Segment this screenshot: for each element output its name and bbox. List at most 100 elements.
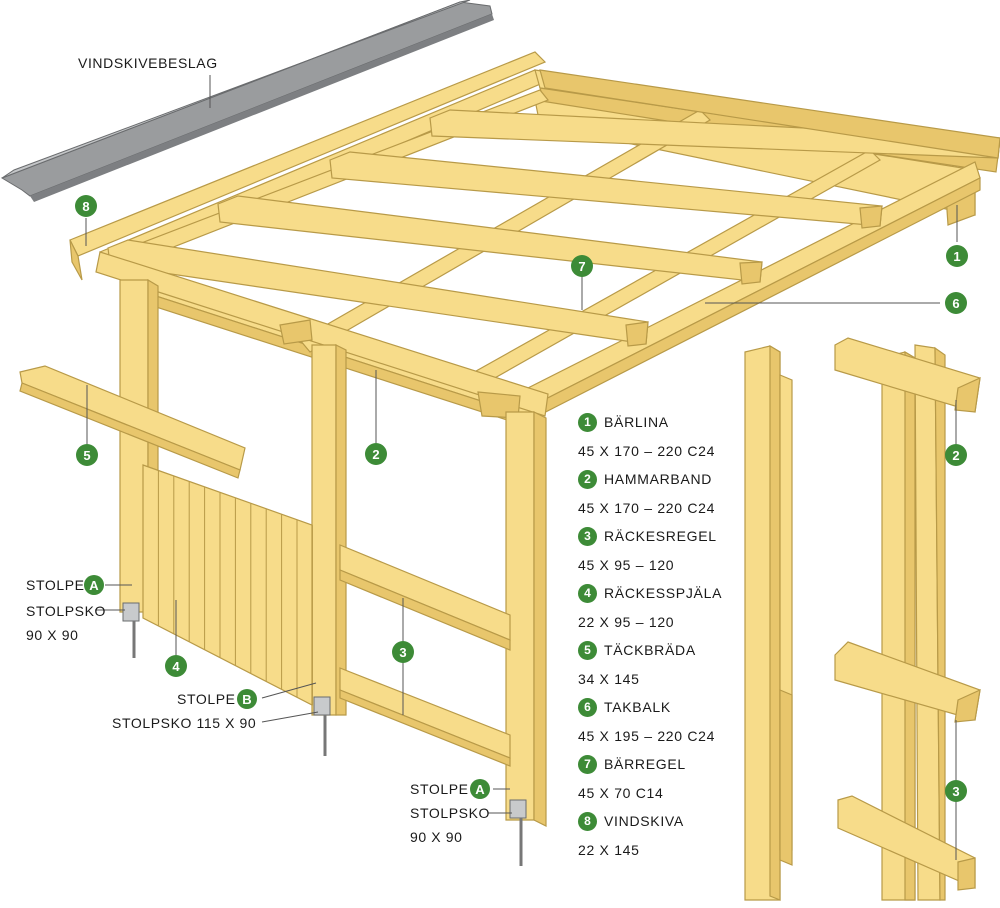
legend-badge: 7 xyxy=(578,754,597,774)
callout-3-side-circle xyxy=(945,780,967,802)
posts xyxy=(119,278,547,827)
wind-board-flashing xyxy=(0,0,494,202)
legend-name: RÄCKESREGEL xyxy=(604,528,717,545)
legend-item-4: 4 RÄCKESSPJÄLA xyxy=(578,579,748,608)
legend-name: BÄRREGEL xyxy=(604,756,686,773)
callout-5: 5 xyxy=(76,444,98,466)
legend-dimension: 22 X 95 – 120 xyxy=(578,613,675,630)
legend-name: BÄRLINA xyxy=(604,414,669,431)
legend-badge: 4 xyxy=(578,583,597,603)
legend-dim-row: 45 X 170 – 220 C24 xyxy=(578,437,748,466)
legend-dim-row: 34 X 145 xyxy=(578,665,748,694)
post-a2-label: STOLPE xyxy=(410,781,469,797)
legend-dim-row: 45 X 195 – 220 C24 xyxy=(578,722,748,751)
shoe-a-label: STOLPSKO xyxy=(26,603,106,619)
legend-dimension: 45 X 70 C14 xyxy=(578,784,664,801)
callout-8: 8 xyxy=(75,195,97,217)
shoe-b-label: STOLPSKO 115 X 90 xyxy=(112,715,256,731)
callout-8-text: 8 xyxy=(82,199,89,214)
badge-a-left: A xyxy=(84,575,104,595)
callout-3-front-text: 3 xyxy=(399,645,406,660)
callout-7-circle xyxy=(571,255,593,277)
callout-2-front: 2 xyxy=(365,443,387,465)
callout-4-text: 4 xyxy=(172,659,180,674)
badge-a-right: A xyxy=(470,779,490,799)
legend-badge: 3 xyxy=(578,526,597,546)
callout-5-text: 5 xyxy=(83,448,90,463)
legend-dim-row: 45 X 170 – 220 C24 xyxy=(578,494,748,523)
callout-7-text: 7 xyxy=(578,259,585,274)
legend-dimension: 45 X 170 – 220 C24 xyxy=(578,442,716,459)
callout-1-circle xyxy=(946,245,968,267)
post-a-label: STOLPE xyxy=(26,577,85,593)
side-post xyxy=(744,344,793,901)
badge-a-left-circle xyxy=(84,575,104,595)
callout-1-text: 1 xyxy=(953,249,960,264)
callout-2-front-text: 2 xyxy=(372,447,379,462)
legend-dimension: 34 X 145 xyxy=(578,670,640,687)
badge-b-text: B xyxy=(242,692,251,707)
cover-board xyxy=(19,365,246,479)
legend-dim-row: 45 X 70 C14 xyxy=(578,779,748,808)
purlins xyxy=(107,69,1000,347)
railings xyxy=(339,544,511,767)
callout-3-side-text: 3 xyxy=(952,784,959,799)
cladding xyxy=(142,464,313,706)
badge-b: B xyxy=(237,689,257,709)
legend-item-1: 1 BÄRLINA xyxy=(578,408,748,437)
callout-3-front-circle xyxy=(392,641,414,663)
legend-name: VINDSKIVA xyxy=(604,813,684,830)
leader-lines xyxy=(85,75,958,860)
post-b-label: STOLPE xyxy=(177,691,236,707)
legend-badge: 6 xyxy=(578,697,597,717)
callout-3-side: 3 xyxy=(945,780,967,802)
callout-6-text: 6 xyxy=(952,296,959,311)
legend-badge: 1 xyxy=(578,412,597,432)
legend-dimension: 45 X 95 – 120 xyxy=(578,556,675,573)
callout-8-circle xyxy=(75,195,97,217)
callout-2-front-circle xyxy=(365,443,387,465)
legend-item-5: 5 TÄCKBRÄDA xyxy=(578,636,748,665)
legend-item-3: 3 RÄCKESREGEL xyxy=(578,522,748,551)
legend-dim-row: 22 X 95 – 120 xyxy=(578,608,748,637)
shoe-a-dim: 90 X 90 xyxy=(26,627,78,643)
callout-2-side-circle xyxy=(945,444,967,466)
legend-item-8: 8 VINDSKIVA xyxy=(578,807,748,836)
legend-name: RÄCKESSPJÄLA xyxy=(604,585,723,602)
parts-legend: 1 BÄRLINA 45 X 170 – 220 C24 2 HAMMARBAND 45 … xyxy=(578,408,748,864)
callout-5-circle xyxy=(76,444,98,466)
legend-item-2: 2 HAMMARBAND xyxy=(578,465,748,494)
legend-name: TÄCKBRÄDA xyxy=(604,642,696,659)
legend-name: HAMMARBAND xyxy=(604,471,713,488)
side-assembly xyxy=(834,337,981,901)
post-shoes xyxy=(122,602,527,866)
legend-dimension: 45 X 195 – 220 C24 xyxy=(578,727,716,744)
callout-6-circle xyxy=(945,292,967,314)
legend-dim-row: 22 X 145 xyxy=(578,836,748,865)
shoe-a2-label: STOLPSKO xyxy=(410,805,490,821)
legend-item-7: 7 BÄRREGEL xyxy=(578,750,748,779)
callout-1: 1 xyxy=(946,245,968,267)
legend-dimension: 45 X 170 – 220 C24 xyxy=(578,499,716,516)
callout-3-front: 3 xyxy=(392,641,414,663)
callout-4-circle xyxy=(165,655,187,677)
badge-a-left-text: A xyxy=(89,578,99,593)
callout-7: 7 xyxy=(571,255,593,277)
legend-badge: 8 xyxy=(578,811,597,831)
badge-b-circle xyxy=(237,689,257,709)
callout-4: 4 xyxy=(165,655,187,677)
legend-badge: 5 xyxy=(578,640,597,660)
legend-item-6: 6 TAKBALK xyxy=(578,693,748,722)
callout-6: 6 xyxy=(945,292,967,314)
legend-dimension: 22 X 145 xyxy=(578,841,640,858)
legend-dim-row: 45 X 95 – 120 xyxy=(578,551,748,580)
badge-a-right-text: A xyxy=(475,782,485,797)
legend-name: TAKBALK xyxy=(604,699,671,716)
shoe-a2-dim: 90 X 90 xyxy=(410,829,462,845)
callout-2-side-text: 2 xyxy=(952,448,959,463)
badge-a-right-circle xyxy=(470,779,490,799)
flashing-label: VINDSKIVEBESLAG xyxy=(78,55,218,71)
callout-2-side: 2 xyxy=(945,444,967,466)
legend-badge: 2 xyxy=(578,469,597,489)
